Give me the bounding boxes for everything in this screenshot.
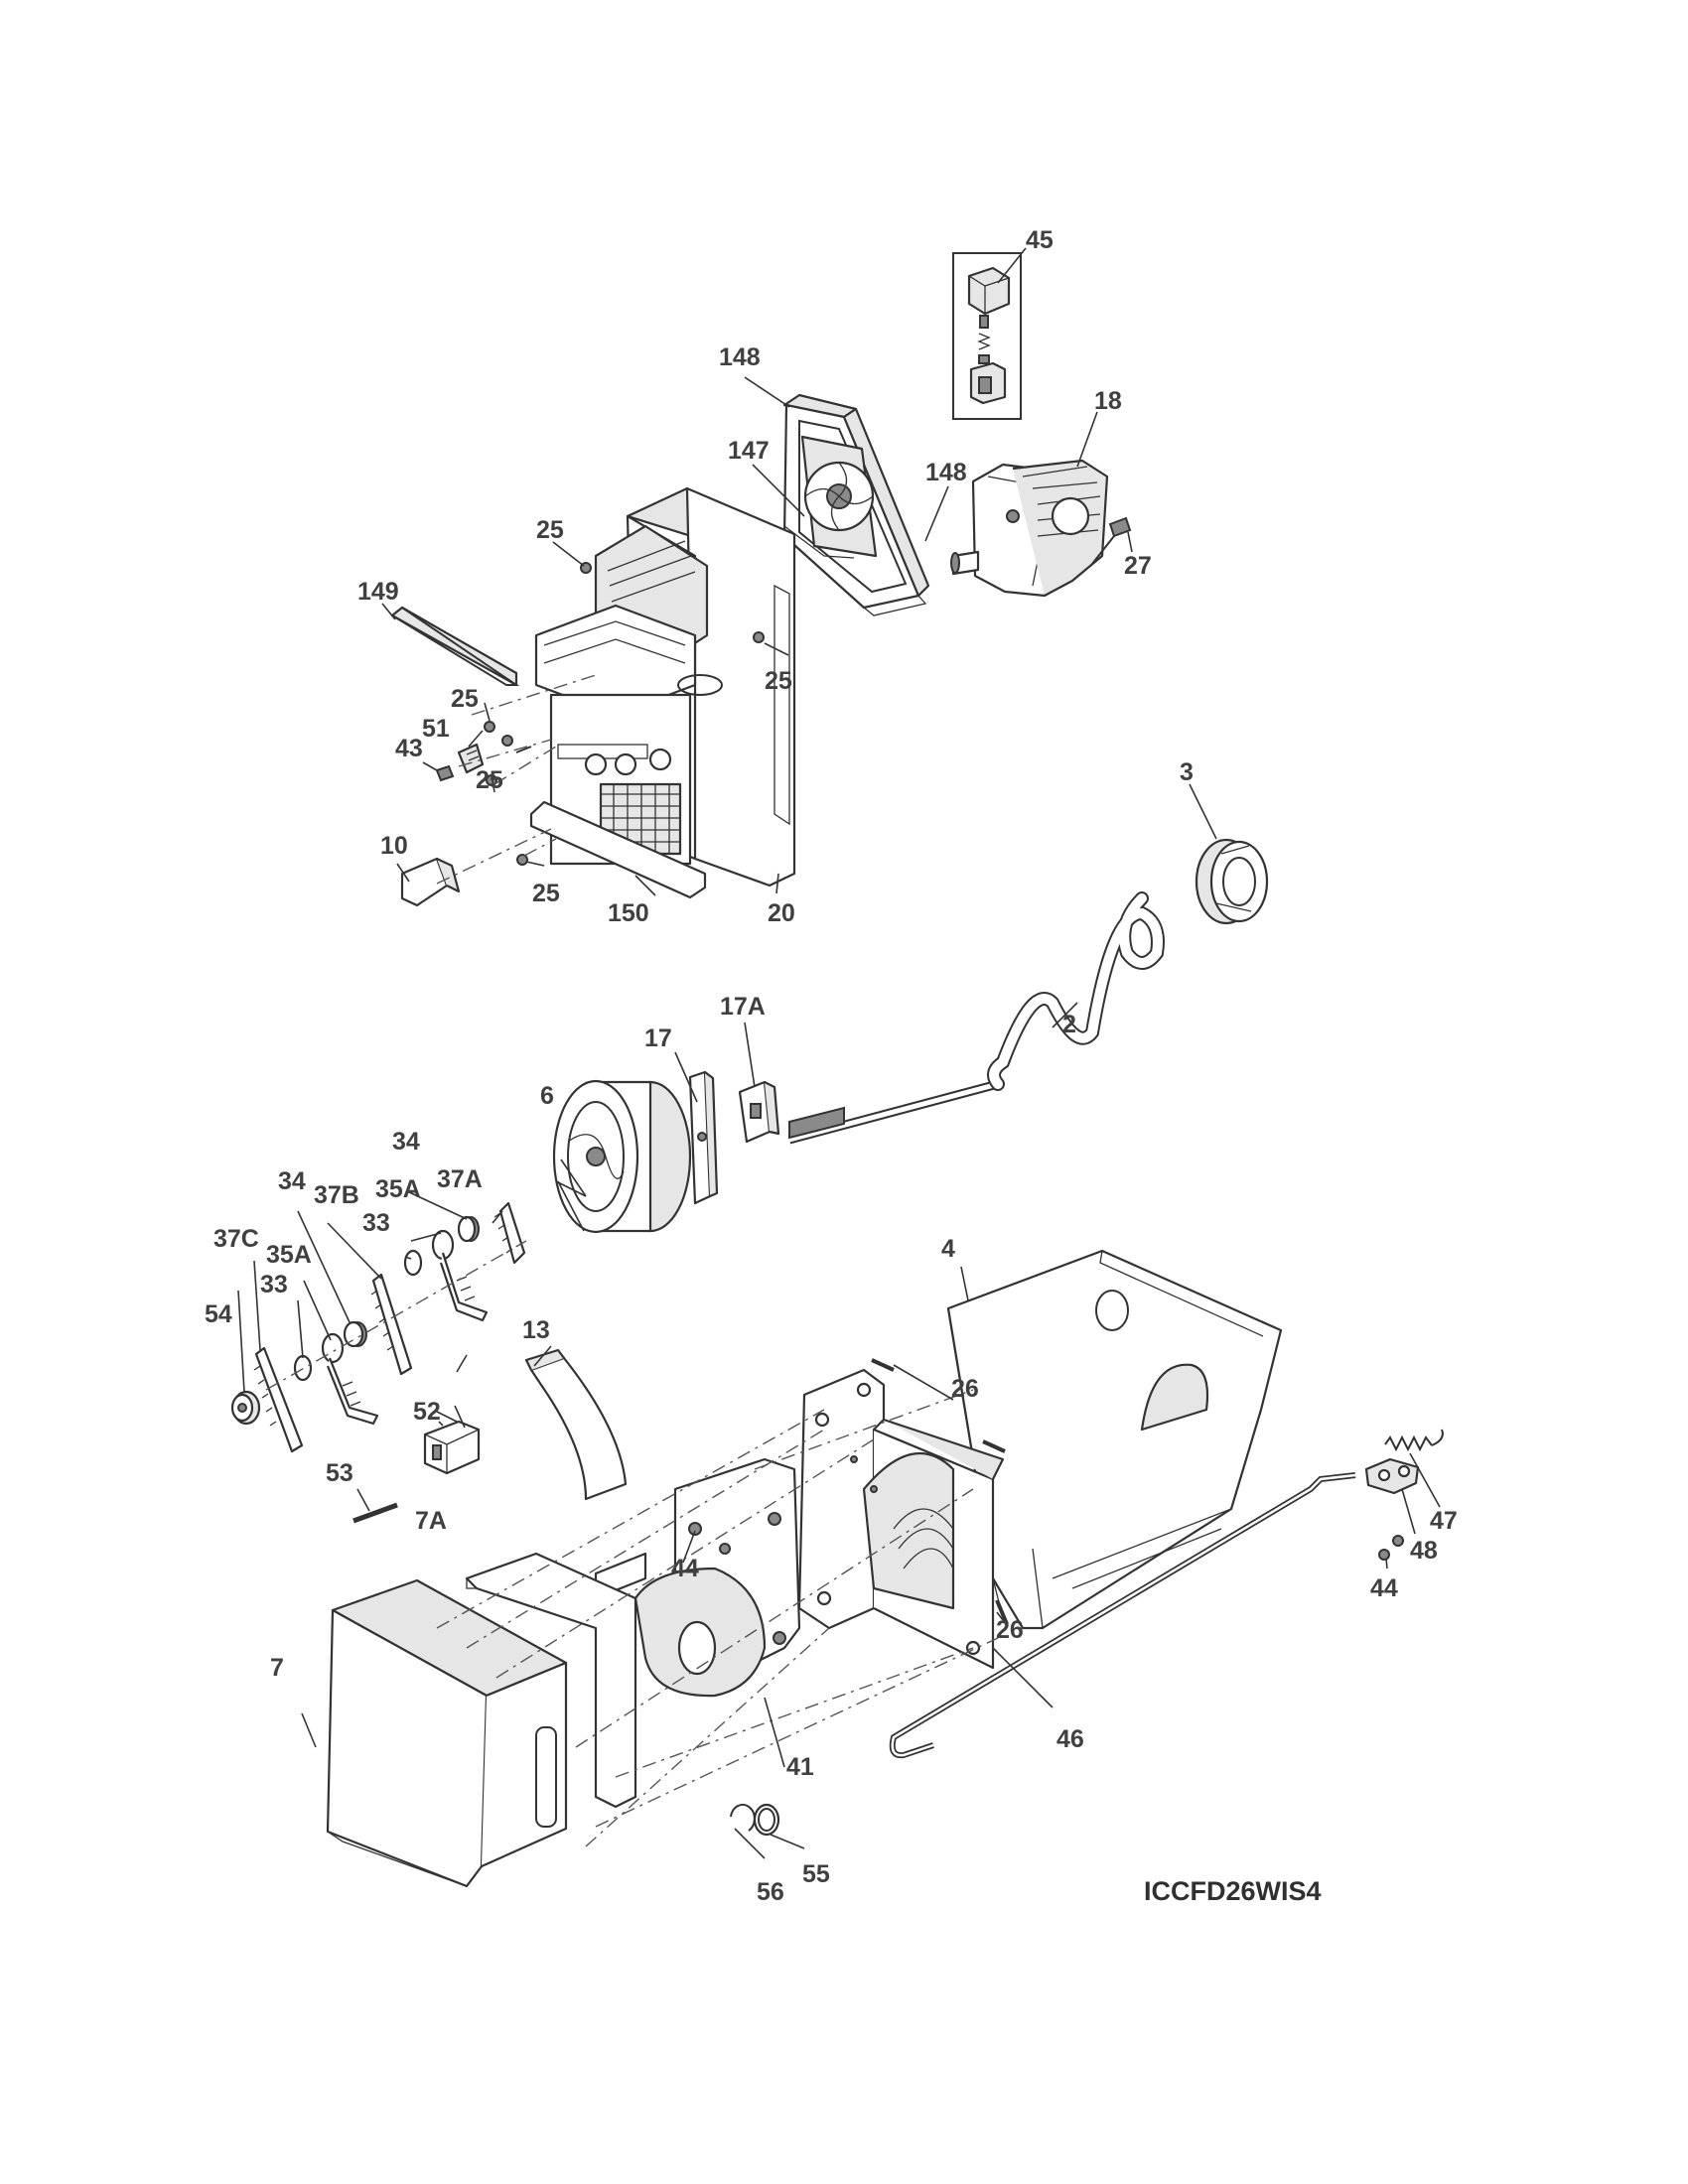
part-13-guide [524, 1348, 628, 1501]
part-18-motor [950, 459, 1109, 598]
leader-lines [237, 247, 1441, 1859]
callout-34-left: 34 [278, 1167, 306, 1195]
callout-33-left: 33 [260, 1271, 288, 1298]
part-51-switch [457, 743, 485, 774]
callout-25-mid: 25 [476, 766, 503, 794]
part-33-spacer-b [293, 1354, 313, 1382]
part-47-spring [1384, 1429, 1444, 1452]
callout-13: 13 [522, 1316, 550, 1344]
assembly-lines-top [436, 674, 597, 885]
callout-52: 52 [413, 1398, 441, 1426]
callout-37B: 37B [314, 1181, 359, 1209]
callout-148-side: 148 [925, 459, 967, 486]
assembly-line-blades [265, 1240, 527, 1391]
callout-4: 4 [941, 1235, 955, 1263]
part-53-pin [352, 1502, 398, 1524]
callout-20: 20 [768, 899, 795, 927]
callout-43: 43 [395, 735, 423, 762]
callout-7: 7 [270, 1654, 284, 1682]
part-35A-cutter-a [431, 1229, 489, 1322]
part-37A-blade [493, 1201, 526, 1265]
part-52-block [423, 1420, 481, 1475]
callout-35A-left: 35A [266, 1241, 312, 1269]
part-17-plate [688, 1070, 719, 1205]
callout-17A: 17A [720, 993, 766, 1021]
callout-150: 150 [608, 899, 649, 927]
part-37C-blade [253, 1346, 304, 1453]
part-4-ice-bucket [946, 1249, 1283, 1630]
callout-7A: 7A [415, 1507, 447, 1535]
part-2-auger [787, 891, 1165, 1145]
part-45-switch-assembly [952, 252, 1022, 420]
callout-35A-top: 35A [375, 1175, 421, 1203]
callout-17: 17 [644, 1024, 672, 1052]
callout-41: 41 [786, 1753, 814, 1781]
part-56-clip [730, 1803, 756, 1832]
callout-3: 3 [1180, 758, 1194, 786]
part-7-front-cover [326, 1578, 568, 1888]
part-6-drum [552, 1079, 692, 1234]
part-34-spacer-a [457, 1215, 480, 1243]
part-44-screws [719, 1535, 1404, 1561]
callout-25-right: 25 [765, 667, 792, 695]
part-41-bracket [594, 1457, 801, 1698]
callout-25-left: 25 [451, 685, 479, 713]
callout-18: 18 [1094, 387, 1122, 415]
callout-54: 54 [205, 1300, 232, 1328]
part-17A-coupler [738, 1080, 780, 1144]
part-37B-blade [370, 1273, 413, 1376]
part-55-ring [753, 1803, 780, 1837]
part-25-screws [484, 562, 765, 866]
callout-46: 46 [1056, 1725, 1084, 1753]
part-149-strip [390, 606, 520, 687]
callout-labels: 45 148 18 147 148 25 27 149 25 25 51 43 … [205, 226, 1458, 1906]
part-7A-cover [465, 1552, 637, 1809]
callout-55: 55 [802, 1860, 830, 1888]
part-46-rod [889, 1472, 1356, 1759]
callout-56: 56 [757, 1878, 784, 1906]
callout-47: 47 [1430, 1507, 1458, 1535]
part-3-bearing [1195, 838, 1269, 925]
part-20-housing [534, 486, 796, 887]
callout-34-top: 34 [392, 1128, 420, 1156]
part-27-screw [1091, 516, 1132, 565]
part-147-fan [783, 435, 878, 559]
callout-51: 51 [422, 715, 450, 743]
callout-33-top: 33 [362, 1209, 390, 1237]
part-35A-cutter-b [321, 1332, 379, 1426]
callout-147: 147 [728, 437, 770, 465]
callout-148-top: 148 [719, 343, 761, 371]
callout-53: 53 [326, 1459, 353, 1487]
part-10-clip [400, 857, 461, 907]
callout-26-top: 26 [951, 1375, 979, 1403]
callout-27: 27 [1124, 552, 1152, 580]
part-33-spacer-a [403, 1249, 423, 1277]
callout-25-top: 25 [536, 516, 564, 544]
callout-10: 10 [380, 832, 408, 860]
part-48-bracket [1364, 1457, 1420, 1495]
callout-37A: 37A [437, 1165, 483, 1193]
part-43-screw [435, 764, 455, 782]
model-code: ICCFD26WIS4 [1144, 1876, 1322, 1906]
callout-2: 2 [1062, 1011, 1076, 1038]
callout-37C: 37C [213, 1225, 259, 1253]
part-mounting-panel [797, 1368, 1005, 1670]
callout-45: 45 [1026, 226, 1054, 254]
part-54-nut [230, 1390, 261, 1426]
callout-26-bottom: 26 [996, 1616, 1024, 1644]
callout-44-mid: 44 [671, 1555, 699, 1582]
callout-44-right: 44 [1370, 1574, 1398, 1602]
callout-25-bottom: 25 [532, 880, 560, 907]
callout-48: 48 [1410, 1537, 1438, 1565]
callout-149: 149 [357, 578, 399, 606]
callout-6: 6 [540, 1082, 554, 1110]
part-150-strip [529, 800, 707, 899]
part-26-screws [871, 1358, 1009, 1625]
